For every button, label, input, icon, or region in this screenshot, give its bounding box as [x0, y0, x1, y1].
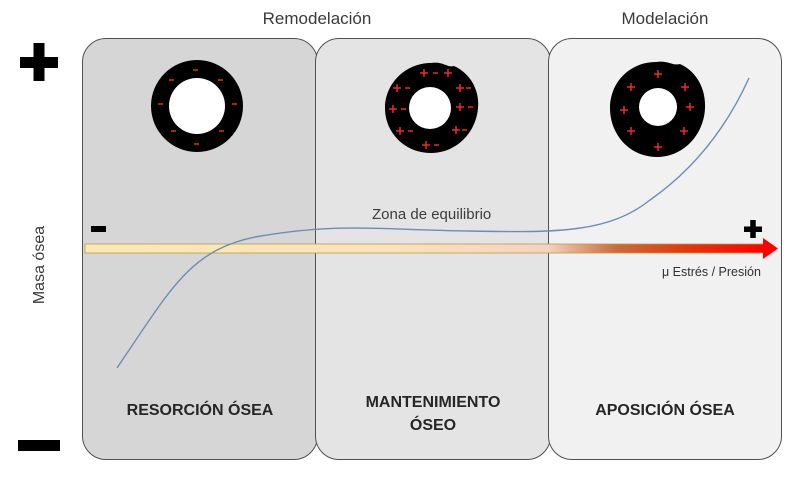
panel-title-mantenimiento: MANTENIMIENTO ÓSEO	[316, 391, 550, 437]
arrow-label: μ Estrés / Presión	[662, 265, 761, 279]
bone-aposicion-icon	[610, 61, 706, 157]
panel-title-line2: ÓSEO	[409, 417, 457, 434]
y-axis-plus-icon	[20, 43, 58, 81]
bone-mantenimiento-icon	[385, 62, 479, 153]
arrow-plus-icon	[744, 220, 762, 238]
y-axis-minus-icon	[18, 440, 60, 451]
panel-title-line1: MANTENIMIENTO	[365, 394, 501, 411]
curve-label: Zona de equilibrio	[372, 206, 492, 223]
remodelacion-header: Remodelación	[262, 9, 372, 28]
panel-title-aposicion: APOSICIÓN ÓSEA	[595, 402, 735, 419]
modelacion-header: Modelación	[621, 9, 709, 28]
panel-title-resorcion: RESORCIÓN ÓSEA	[126, 402, 274, 419]
bone-mass-curve	[116, 77, 750, 369]
arrow-minus-icon	[91, 226, 106, 232]
stress-arrow	[84, 238, 778, 259]
bone-resorcion-icon	[151, 60, 243, 152]
